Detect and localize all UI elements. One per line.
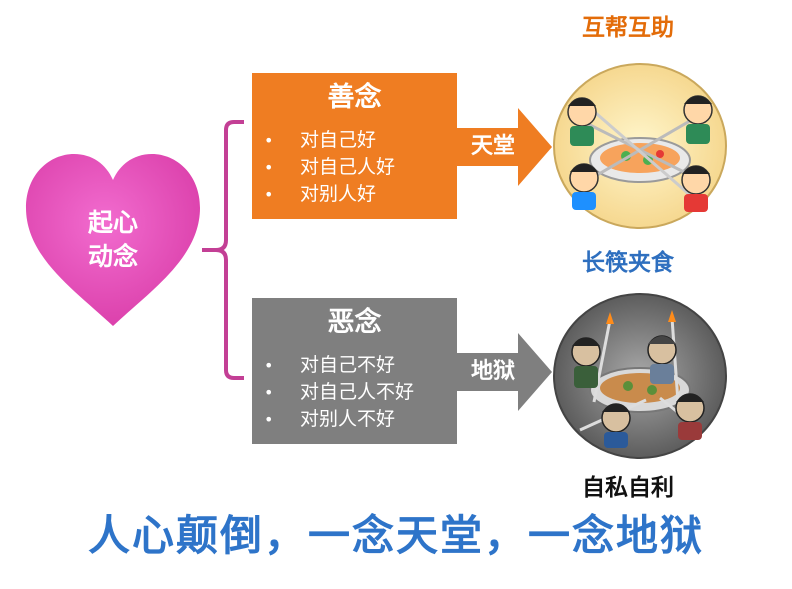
slogan: 人心颠倒，一念天堂，一念地狱 xyxy=(87,511,704,560)
good-thought-title: 善念 xyxy=(327,82,382,113)
list-item: 对自己好 xyxy=(252,127,395,154)
heaven-arrow-label: 天堂 xyxy=(470,134,515,159)
bad-thought-title: 恶念 xyxy=(327,307,382,338)
good-thought-box: 善念 对自己好 对自己人好 对别人好 xyxy=(252,73,457,219)
heart-label-line2: 动念 xyxy=(87,242,138,271)
heaven-arrow xyxy=(456,108,552,186)
good-thought-list: 对自己好 对自己人好 对别人好 xyxy=(252,127,395,208)
hell-feast-illustration-icon xyxy=(553,293,727,459)
selfish-caption: 自私自利 xyxy=(582,475,674,501)
heaven-feast-illustration-icon xyxy=(553,63,727,229)
mutual-help-caption: 互帮互助 xyxy=(582,15,674,41)
hell-arrow xyxy=(456,333,552,411)
list-item: 对自己人不好 xyxy=(252,379,414,406)
list-item: 对别人不好 xyxy=(252,406,414,433)
branch-bracket xyxy=(202,120,244,380)
heart-label-line1: 起心 xyxy=(87,208,138,237)
list-item: 对自己人好 xyxy=(252,154,395,181)
hell-arrow-label: 地狱 xyxy=(470,359,515,384)
long-chopsticks-caption: 长筷夹食 xyxy=(582,250,674,276)
bad-thought-list: 对自己不好 对自己人不好 对别人不好 xyxy=(252,352,414,433)
heart-label: 起心 动念 xyxy=(22,206,204,274)
list-item: 对别人好 xyxy=(252,181,395,208)
bad-thought-box: 恶念 对自己不好 对自己人不好 对别人不好 xyxy=(252,298,457,444)
list-item: 对自己不好 xyxy=(252,352,414,379)
heart-shape xyxy=(26,154,200,326)
